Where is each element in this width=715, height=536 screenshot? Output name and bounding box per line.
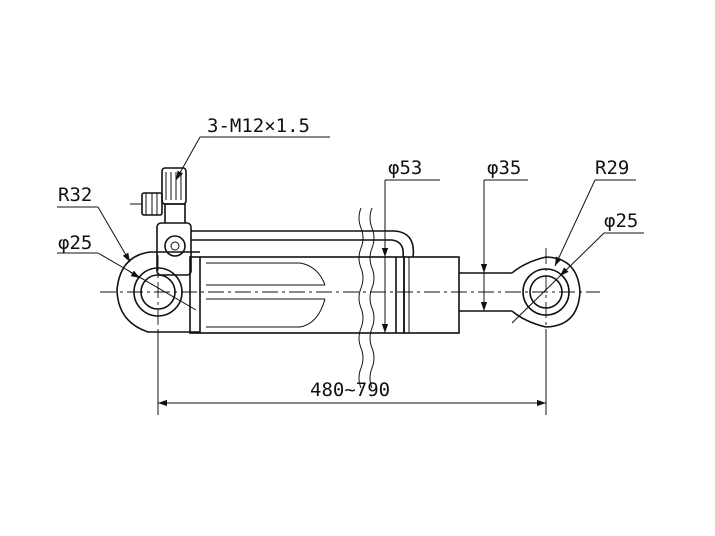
right-bore-label: φ25 — [604, 210, 638, 232]
right-eye-leaders — [511, 179, 644, 324]
left-radius-label: R32 — [58, 184, 92, 206]
rod-diameter-label: φ35 — [487, 157, 521, 179]
right-rod-eye — [511, 256, 581, 328]
left-eye-leaders — [57, 206, 197, 311]
barrel-diameter-dimension — [381, 179, 440, 333]
rod-diameter-dimension — [480, 179, 528, 311]
external-pipe — [191, 230, 415, 258]
length-dimension — [157, 330, 547, 415]
thread-spec-leader — [175, 136, 330, 181]
stroke-length-label: 480~790 — [310, 379, 390, 401]
break-lines — [358, 207, 375, 389]
piston-rod — [459, 272, 512, 312]
barrel-diameter-label: φ53 — [388, 157, 422, 179]
centerlines — [100, 248, 600, 338]
right-radius-label: R29 — [595, 157, 629, 179]
rod-gland — [403, 256, 460, 334]
left-clevis-eye — [116, 251, 200, 333]
left-bore-label: φ25 — [58, 232, 92, 254]
thread-spec-label: 3-M12×1.5 — [207, 115, 310, 137]
port-block — [130, 167, 192, 276]
